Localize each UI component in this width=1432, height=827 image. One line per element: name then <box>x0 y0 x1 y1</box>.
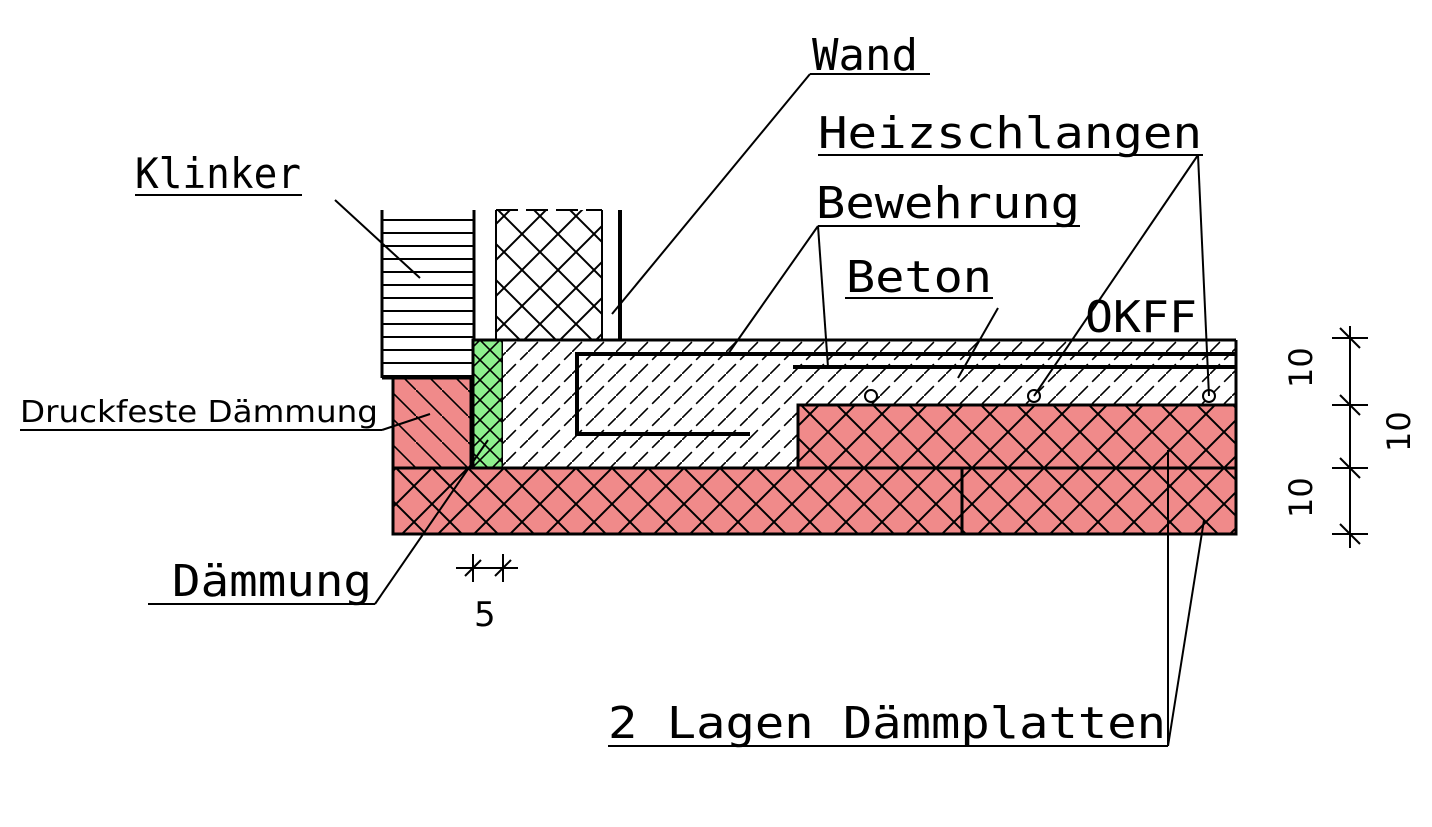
klinker-section <box>380 210 476 380</box>
label-okff: OKFF <box>1085 292 1197 343</box>
dimension-total-value: 10 <box>1380 411 1418 452</box>
daemmung-strip <box>471 338 505 470</box>
label-bewehrung: Bewehrung <box>816 178 1080 229</box>
label-beton: Beton <box>846 252 992 303</box>
label-daemmung: Dämmung <box>172 556 372 607</box>
label-klinker: Klinker <box>135 149 301 198</box>
dimension-lower-value: 10 <box>1282 477 1320 518</box>
label-druckfeste-daemmung: Druckfeste Dämmung <box>20 395 378 430</box>
dimension-lines <box>456 326 1368 582</box>
wand-section <box>495 209 622 340</box>
label-wand: Wand <box>812 30 918 81</box>
dimension-gap-value: 5 <box>474 595 496 635</box>
label-heizschlangen: Heizschlangen <box>818 108 1202 159</box>
leader-lines <box>20 73 1210 747</box>
label-daemmplatten: 2 Lagen Dämmplatten <box>608 698 1166 749</box>
dimension-upper-value: 10 <box>1282 347 1320 388</box>
daemmplatte-upper <box>796 403 1238 470</box>
bewehrung-bars <box>575 352 1236 436</box>
daemmplatte-lower <box>391 466 1238 536</box>
